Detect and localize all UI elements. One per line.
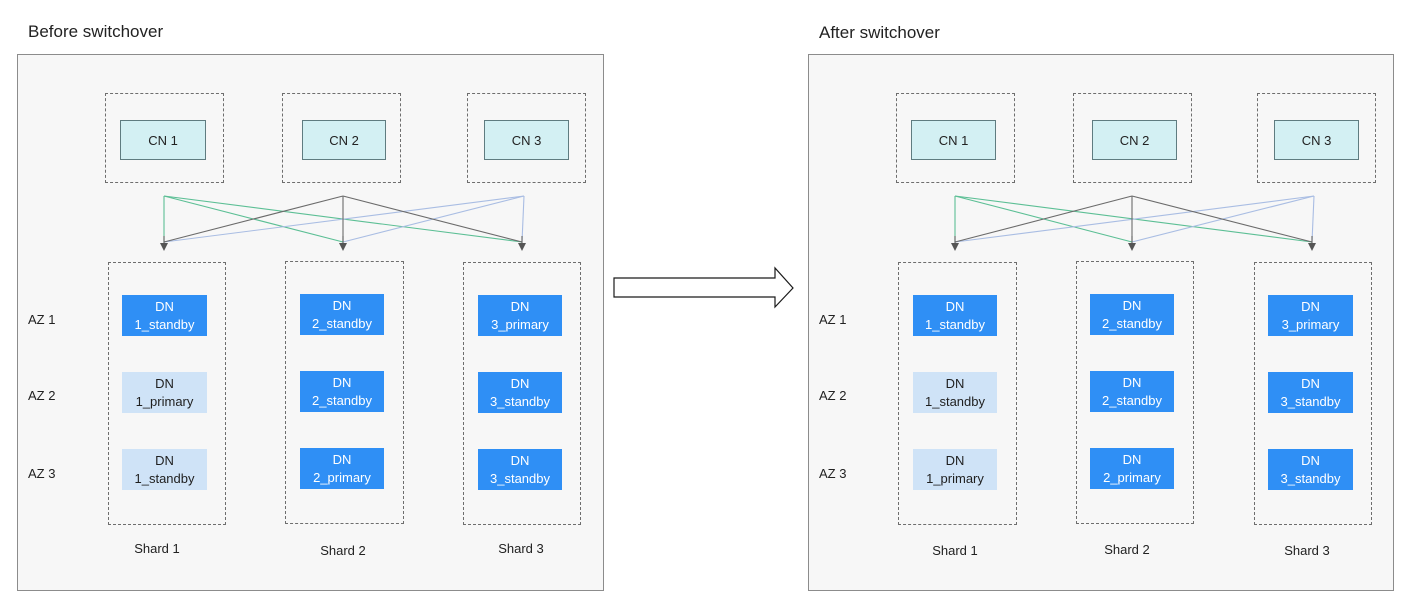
arrow-heads (160, 236, 526, 251)
before-switchover-title: Before switchover (28, 22, 164, 41)
cn2-group (282, 93, 401, 183)
cn3-node: CN 3 (1274, 120, 1359, 160)
cn3-group (1257, 93, 1376, 183)
shard3-label: Shard 3 (1284, 543, 1330, 558)
az3-label: AZ 3 (28, 466, 56, 481)
cn3-group (467, 93, 586, 183)
shard3-group (1254, 262, 1372, 525)
shard3-label: Shard 3 (498, 541, 544, 556)
shard3-group (463, 262, 581, 525)
az1-label: AZ 1 (28, 312, 56, 327)
cn1-group (896, 93, 1015, 183)
shard1-label: Shard 1 (134, 541, 180, 556)
shard2-group (1076, 261, 1194, 524)
az2-label: AZ 2 (28, 388, 56, 403)
cn2-node: CN 2 (302, 120, 386, 160)
arrow-heads (951, 236, 1316, 251)
shard1-group (108, 262, 226, 525)
cn1-node: CN 1 (120, 120, 206, 160)
az3-label: AZ 3 (819, 466, 847, 481)
cn3-node: CN 3 (484, 120, 569, 160)
cn2-node: CN 2 (1092, 120, 1177, 160)
cn1-node: CN 1 (911, 120, 996, 160)
cn1-group (105, 93, 224, 183)
shard1-group (898, 262, 1017, 525)
cn2-links (954, 195, 1313, 243)
shard2-label: Shard 2 (320, 543, 366, 558)
cn2-group (1073, 93, 1192, 183)
shard2-group (285, 261, 404, 524)
az1-label: AZ 1 (819, 312, 847, 327)
az2-label: AZ 2 (819, 388, 847, 403)
switchover-arrow (613, 266, 794, 309)
shard1-label: Shard 1 (932, 543, 978, 558)
after-switchover-title: After switchover (819, 23, 940, 42)
cn2-links (163, 195, 523, 243)
shard2-label: Shard 2 (1104, 542, 1150, 557)
